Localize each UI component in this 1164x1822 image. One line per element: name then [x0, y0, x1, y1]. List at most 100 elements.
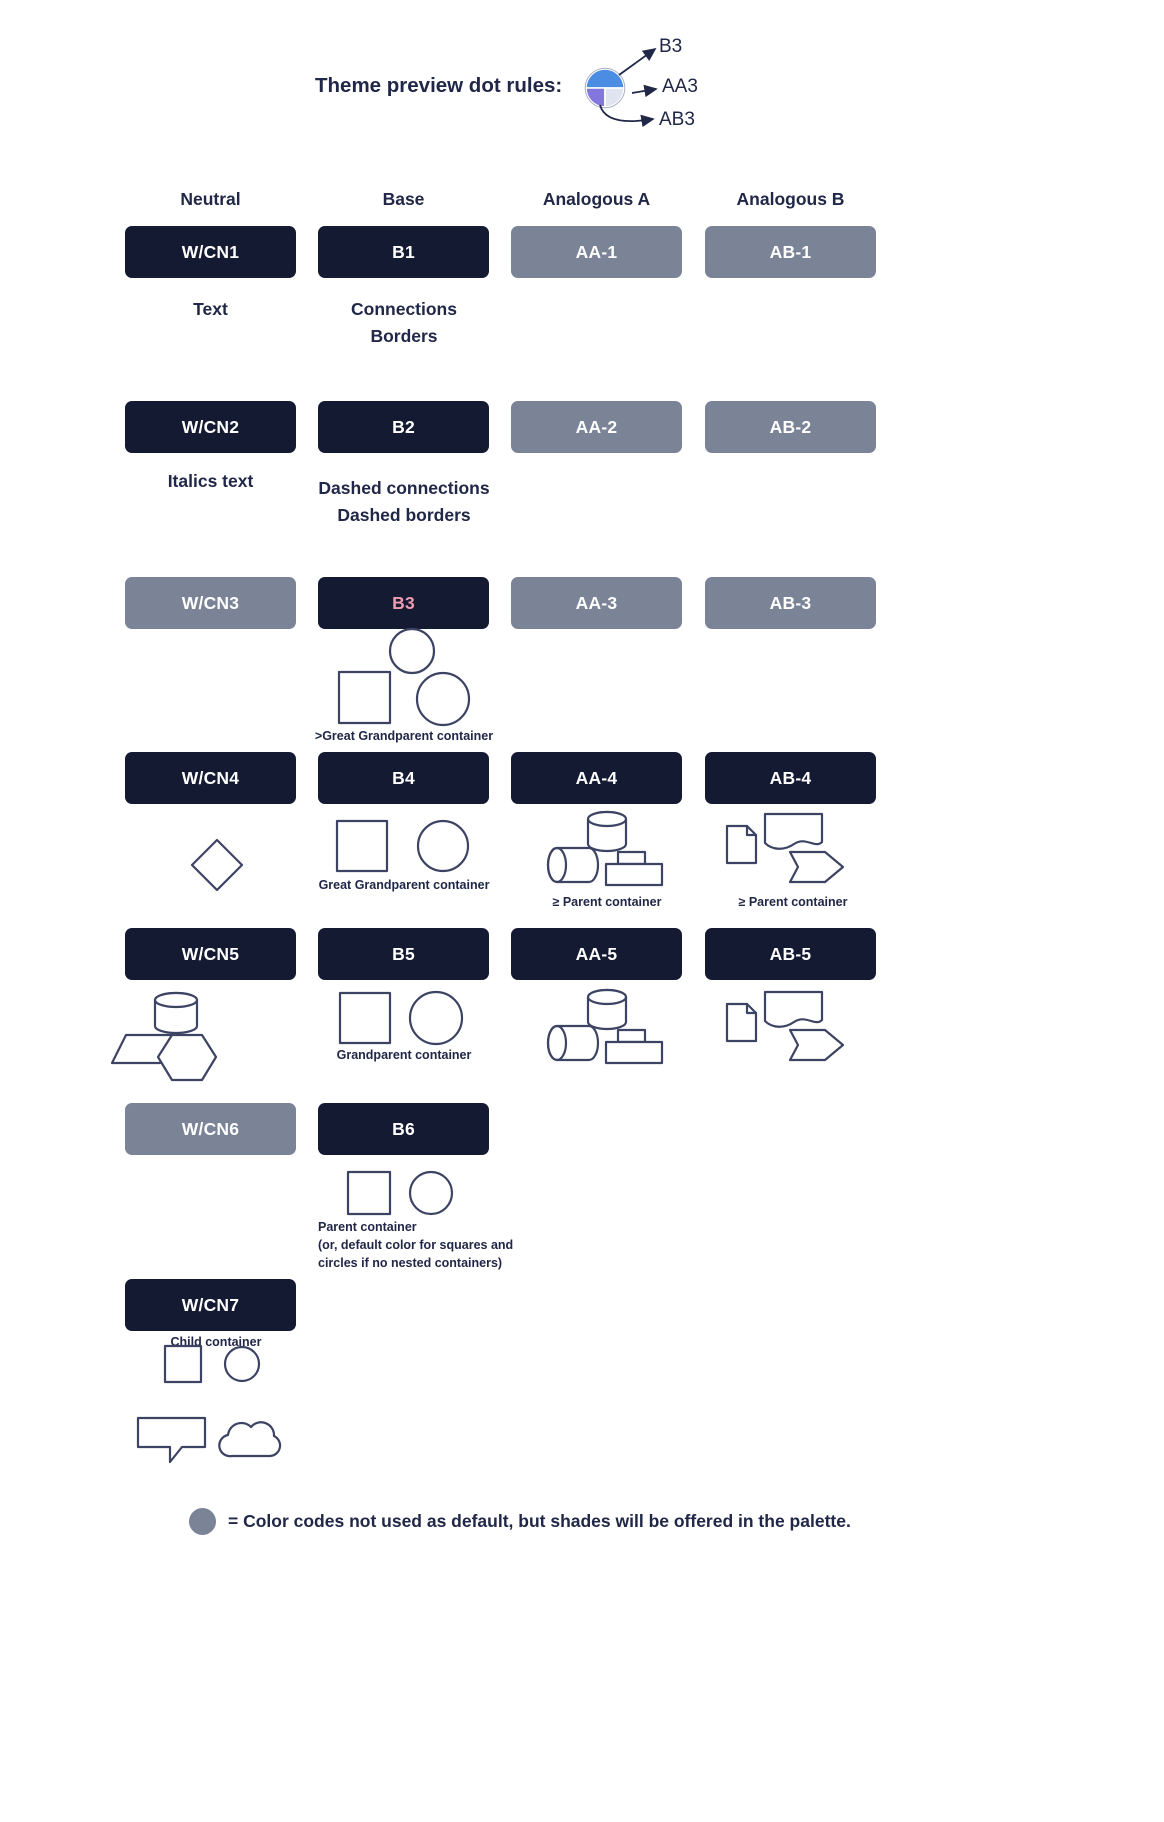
theme-preview-dot-icon: [584, 67, 626, 109]
swatch-aa-5: AA-5: [511, 928, 682, 980]
cylinder-top: [586, 810, 628, 828]
swatch-wcn6: W/CN6: [125, 1103, 296, 1155]
circle-shape: [416, 819, 470, 873]
document-shape: [725, 1002, 758, 1043]
caption-parent-aa: ≥ Parent container: [552, 895, 662, 909]
caption-text: Text: [193, 299, 228, 319]
ab5-shape-cluster: [725, 990, 845, 1062]
caption-line: Borders: [370, 326, 438, 346]
caption-line: (or, default color for squares and: [318, 1238, 514, 1252]
swatch-ab-1: AB-1: [705, 226, 876, 278]
caption-great-grandparent: Great Grandparent container: [318, 878, 490, 892]
square-shape: [346, 1170, 392, 1216]
swatch-ab-5: AB-5: [705, 928, 876, 980]
caption-gt-great-grandparent: >Great Grandparent container: [314, 729, 494, 743]
column-header-neutral: Neutral: [180, 189, 241, 209]
swatch-ab-2: AB-2: [705, 401, 876, 453]
caption-line: circles if no nested containers): [318, 1256, 503, 1270]
column-header-analogous-b: Analogous B: [736, 189, 845, 209]
aa4-shape-cluster: [546, 810, 664, 887]
square-shape: [338, 991, 392, 1045]
caption-connections-borders: Connections Borders: [294, 296, 514, 350]
circle-shape: [408, 1170, 454, 1216]
document-fold: [745, 1002, 758, 1015]
wavy-flag-shape: [763, 812, 824, 850]
swatch-wcn2: W/CN2: [125, 401, 296, 453]
tagged-rectangle-tab: [616, 850, 647, 866]
legend-text: = Color codes not used as default, but s…: [228, 1511, 851, 1531]
swatch-aa-2: AA-2: [511, 401, 682, 453]
wcn4-shape-cluster: [190, 838, 244, 892]
document-shape: [725, 824, 758, 865]
aa5-shape-cluster: [546, 988, 664, 1065]
swatch-wcn1: W/CN1: [125, 226, 296, 278]
swatch-aa-1: AA-1: [511, 226, 682, 278]
ab4-shape-cluster: [725, 812, 845, 884]
b4-shape-cluster: [335, 819, 470, 873]
page-title: Theme preview dot rules:: [315, 74, 563, 97]
dot-label-ab3: AB3: [659, 109, 695, 130]
dot-outline: [584, 67, 626, 109]
b3-shape-cluster: [337, 627, 471, 727]
tagged-rectangle-tab: [616, 1028, 647, 1044]
wavy-flag-shape: [763, 990, 824, 1028]
hexagon-shape: [156, 1033, 218, 1082]
horizontal-cylinder-shape: [546, 1024, 600, 1062]
dot-label-aa3: AA3: [662, 76, 698, 97]
dot-slice-blue: [585, 68, 625, 89]
tagged-rectangle-shape: [604, 1040, 664, 1065]
caption-italics-text: Italics text: [167, 471, 254, 491]
cloud-shape: [218, 1421, 282, 1458]
arrow-to-ab3: [599, 104, 655, 128]
column-header-base: Base: [382, 189, 425, 209]
wcn7-cloud: [218, 1421, 282, 1458]
document-fold: [745, 824, 758, 837]
square-shape: [337, 670, 392, 725]
swatch-b3: B3: [318, 577, 489, 629]
horizontal-cylinder-seam: [546, 1024, 568, 1062]
horizontal-cylinder-shape: [546, 846, 600, 884]
swatch-aa-4: AA-4: [511, 752, 682, 804]
caption-parent-ab: ≥ Parent container: [738, 895, 848, 909]
swatch-ab-3: AB-3: [705, 577, 876, 629]
swatch-aa-3: AA-3: [511, 577, 682, 629]
circle-shape: [415, 671, 471, 727]
chevron-arrow-shape: [788, 850, 845, 884]
swatch-ab-4: AB-4: [705, 752, 876, 804]
horizontal-cylinder-seam: [546, 846, 568, 884]
swatch-b6: B6: [318, 1103, 489, 1155]
caption-grandparent: Grandparent container: [336, 1048, 472, 1062]
swatch-wcn4: W/CN4: [125, 752, 296, 804]
wcn5-shape-cluster: [110, 991, 218, 1082]
circle-shape: [223, 1345, 261, 1383]
square-shape: [163, 1344, 203, 1384]
swatch-b1: B1: [318, 226, 489, 278]
b5-shape-cluster: [338, 990, 464, 1046]
caption-dashed: Dashed connections Dashed borders: [294, 475, 514, 529]
dot-rule-arrows: [599, 47, 658, 128]
circle-shape: [408, 990, 464, 1046]
caption-line: Dashed borders: [337, 505, 471, 525]
cylinder-top: [586, 988, 628, 1006]
b6-shape-cluster: [346, 1170, 454, 1216]
caption-parent-default: Parent container (or, default color for …: [318, 1218, 538, 1272]
caption-line: Connections: [351, 299, 457, 319]
tagged-rectangle-shape: [604, 862, 664, 887]
caption-line: Parent container: [318, 1220, 417, 1234]
cylinder-top: [153, 991, 199, 1009]
wcn7-square-circle: [163, 1344, 261, 1384]
legend-dot: [189, 1508, 216, 1535]
dot-slice-pale: [604, 87, 625, 108]
circle-shape: [388, 627, 436, 675]
swatch-wcn5: W/CN5: [125, 928, 296, 980]
speech-bubble-shape: [136, 1416, 207, 1464]
chevron-arrow-shape: [788, 1028, 845, 1062]
swatch-wcn7: W/CN7: [125, 1279, 296, 1331]
swatch-b5: B5: [318, 928, 489, 980]
column-header-analogous-a: Analogous A: [542, 189, 651, 209]
arrow-to-aa3: [631, 84, 658, 98]
caption-line: Dashed connections: [318, 478, 490, 498]
arrow-to-b3: [618, 47, 657, 76]
diamond-shape: [190, 838, 244, 892]
